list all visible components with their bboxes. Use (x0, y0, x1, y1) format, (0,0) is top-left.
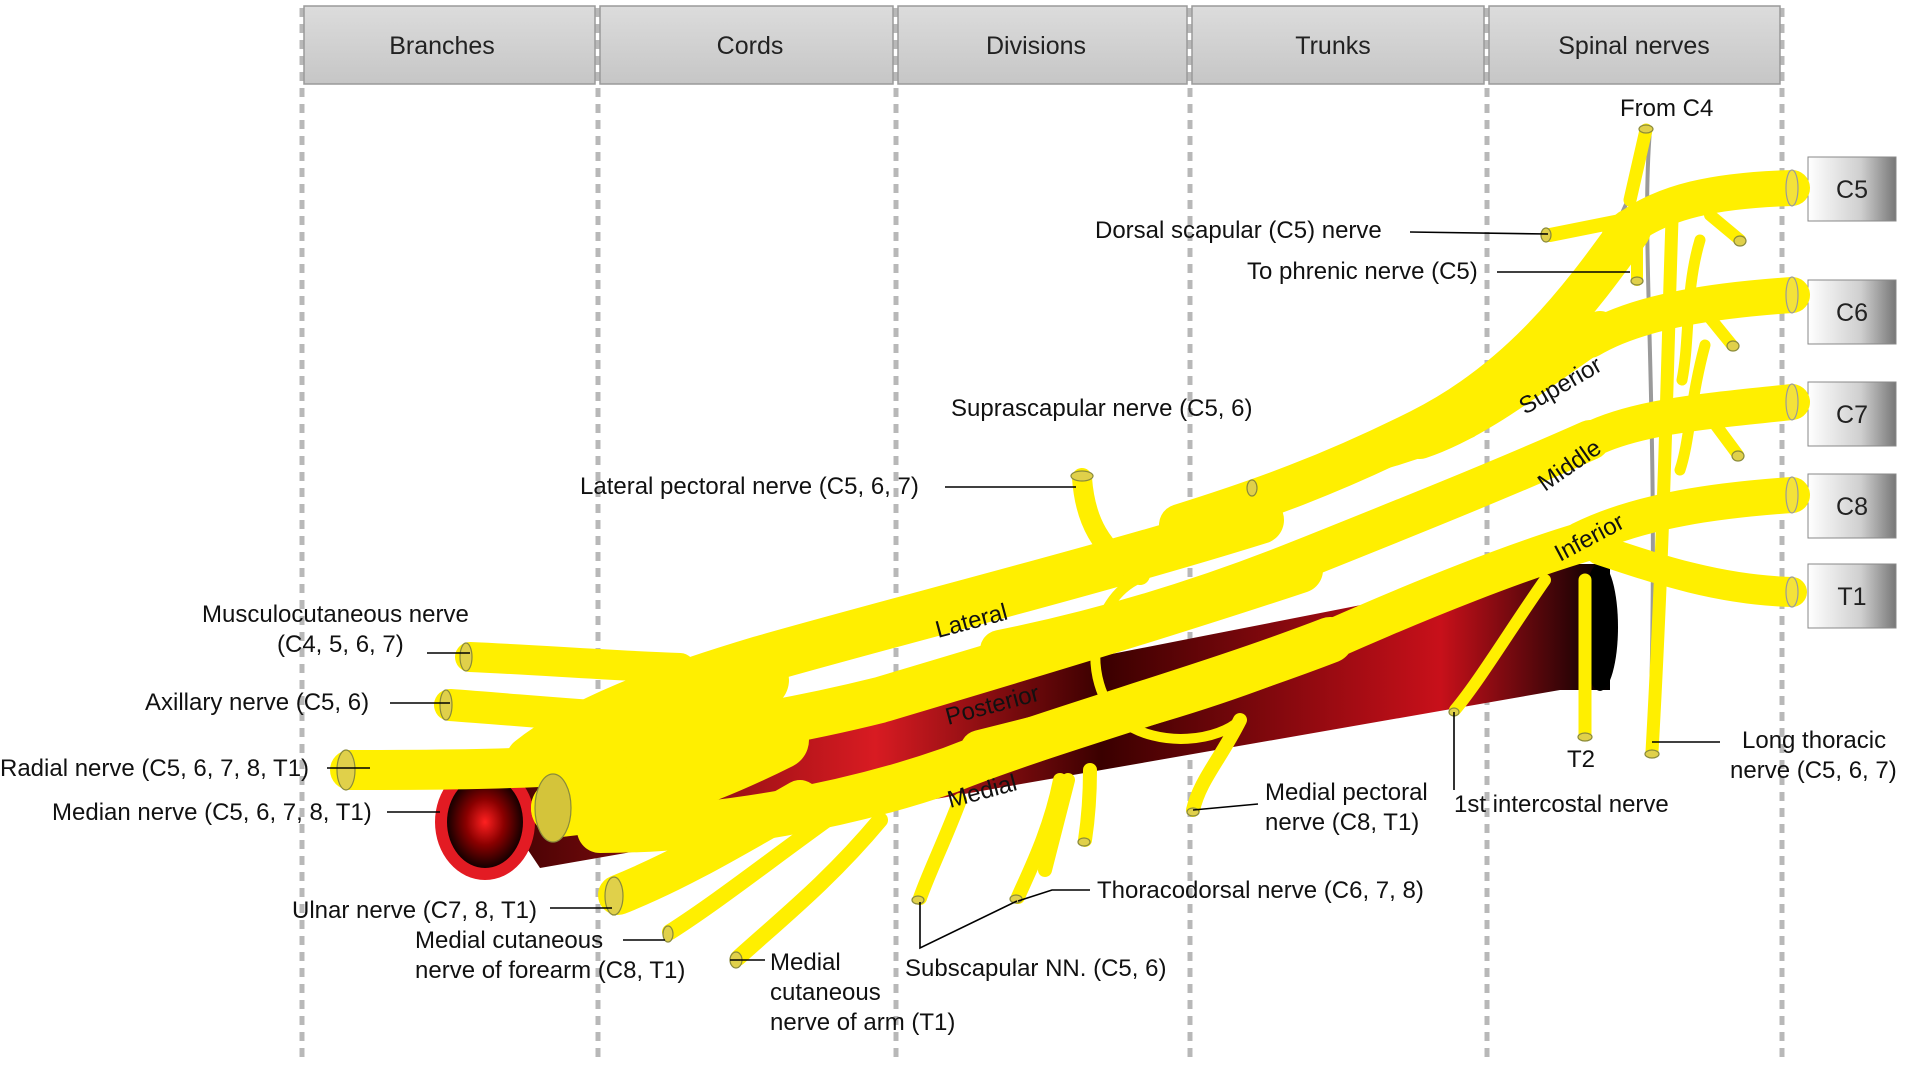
long-thoracic-nerve (1645, 213, 1679, 759)
header-spinal-nerves: Spinal nerves (1558, 32, 1709, 60)
nerve-labels: From C4 Dorsal scapular (C5) nerve To ph… (0, 95, 1897, 1036)
from-c4-nerve (1623, 123, 1653, 207)
ansa-pectoralis (1090, 573, 1245, 744)
medial-pectoral-nerve (1186, 713, 1247, 817)
label-subscapular: Subscapular NN. (C5, 6) (905, 955, 1166, 982)
medial-cutaneous-forearm-nerve (662, 802, 848, 940)
label-thoracodorsal: Thoracodorsal nerve (C6, 7, 8) (1097, 877, 1424, 904)
label-axillary: Axillary nerve (C5, 6) (145, 689, 369, 716)
label-intercostal: 1st intercostal nerve (1454, 791, 1669, 818)
first-intercostal-nerve (1449, 574, 1551, 716)
label-med-cut-forearm-1: Medial cutaneous (415, 927, 603, 954)
label-med-cut-arm-1: Medial (770, 949, 841, 976)
root-c8: C8 (1836, 493, 1868, 521)
header-divisions: Divisions (986, 32, 1086, 60)
label-dorsal-scapular: Dorsal scapular (C5) nerve (1095, 217, 1382, 244)
root-c7: C7 (1836, 401, 1868, 429)
ulnar-nerve (598, 780, 820, 915)
label-long-thoracic-1: Long thoracic (1742, 727, 1886, 754)
dorsal-scapular-nerve (1543, 213, 1632, 242)
label-med-cut-arm-3: nerve of arm (T1) (770, 1009, 955, 1036)
t1-root (1585, 535, 1807, 607)
thoracodorsal-nerve (1078, 763, 1097, 847)
label-medial-pectoral-1: Medial pectoral (1265, 779, 1428, 806)
label-musculocutaneous-1: Musculocutaneous nerve (202, 601, 469, 628)
label-to-phrenic: To phrenic nerve (C5) (1247, 258, 1478, 285)
subscapular-nerve-2 (1011, 773, 1067, 904)
label-t2: T2 (1567, 746, 1595, 773)
label-suprascapular: Suprascapular nerve (C5, 6) (951, 395, 1252, 422)
label-musculocutaneous-2: (C4, 5, 6, 7) (277, 631, 404, 658)
column-headers: Branches Cords Divisions Trunks Spinal n… (303, 5, 1781, 85)
label-long-thoracic-2: nerve (C5, 6, 7) (1730, 757, 1897, 784)
label-median: Median nerve (C5, 6, 7, 8, T1) (52, 799, 372, 826)
root-t1: T1 (1837, 583, 1866, 611)
label-med-cut-arm-2: cutaneous (770, 979, 881, 1006)
spinal-root-boxes: C5 C6 C7 C8 T1 (1807, 156, 1897, 629)
header-cords: Cords (717, 32, 784, 60)
label-from-c4: From C4 (1620, 95, 1713, 122)
header-branches: Branches (389, 32, 495, 60)
label-med-cut-forearm-2: nerve of forearm (C8, T1) (415, 957, 685, 984)
axillary-nerve (434, 689, 706, 738)
root-cut-ends (1785, 169, 1799, 608)
label-ulnar: Ulnar nerve (C7, 8, T1) (292, 897, 537, 924)
root-c5: C5 (1836, 176, 1868, 204)
medial-cutaneous-arm-nerve (730, 812, 888, 966)
c7-root (1572, 384, 1810, 458)
lateral-pectoral-nerve (1072, 468, 1150, 585)
subscapular-nerve-1 (913, 793, 967, 905)
label-lateral-pectoral: Lateral pectoral nerve (C5, 6, 7) (580, 473, 919, 500)
leader-lines (327, 231, 1720, 961)
root-c6: C6 (1836, 299, 1868, 327)
suprascapular-nerve (1247, 422, 1478, 496)
label-radial: Radial nerve (C5, 6, 7, 8, T1) (0, 755, 309, 782)
header-trunks: Trunks (1295, 32, 1370, 60)
label-medial-pectoral-2: nerve (C8, T1) (1265, 809, 1419, 836)
musculocutaneous-nerve (455, 642, 695, 683)
nerves (330, 123, 1810, 966)
